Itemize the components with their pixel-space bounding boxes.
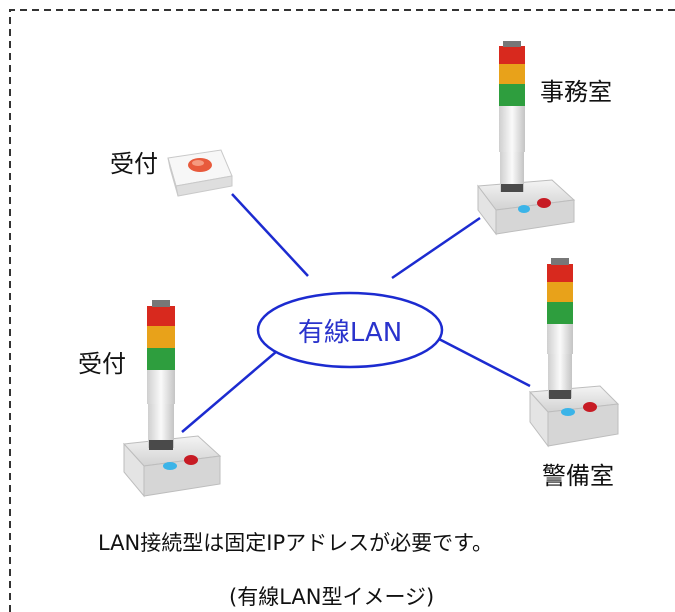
connector-line-reception-tower (181, 339, 291, 433)
dashed-border (9, 9, 675, 612)
connector-line-reception-button (231, 193, 309, 277)
device-label-security: 警備室 (542, 462, 614, 490)
connector-line-security (436, 336, 531, 388)
subcaption: (有線LAN型イメージ) (229, 585, 435, 609)
signal-tower-icon-office (477, 41, 576, 236)
caption: LAN接続型は固定IPアドレスが必要です。 (98, 531, 494, 555)
device-label-reception-button: 受付 (110, 150, 158, 178)
signal-tower-icon-security (528, 258, 620, 448)
device-label-office: 事務室 (540, 78, 612, 106)
signal-tower-icon-reception (122, 300, 222, 498)
device-label-reception-tower: 受付 (78, 350, 126, 378)
connector-line-office (391, 216, 481, 280)
hub-label: 有線LAN (297, 317, 403, 348)
wireless-button-icon (167, 149, 233, 197)
wired-lan-hub-ellipse (256, 291, 444, 369)
